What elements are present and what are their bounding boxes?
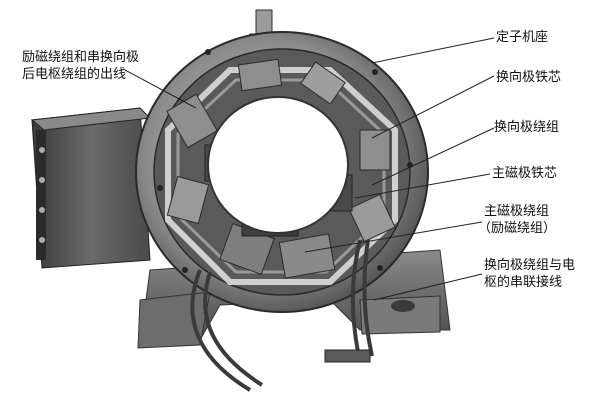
connection-cables	[190, 239, 374, 392]
cable-lug	[324, 349, 371, 363]
label-main-pole-winding-line2: （励磁绕组）	[478, 221, 557, 236]
label-commutating-pole-core: 换向极铁芯	[496, 70, 562, 85]
rotor-bore	[207, 96, 349, 234]
label-series-connection-line1: 换向极绕组与电	[484, 258, 576, 273]
label-main-pole-core: 主磁极铁芯	[492, 166, 558, 181]
label-main-pole-winding-line1: 主磁极绕组	[484, 204, 550, 219]
label-commutating-pole-winding: 换向极绕组	[494, 120, 560, 135]
leader-lines	[124, 37, 495, 301]
label-left-callout-line1: 励磁绕组和串换向极	[22, 50, 140, 65]
terminal-box	[30, 107, 152, 269]
label-left-callout-line2: 后电枢绕组的出线	[22, 67, 127, 82]
label-stator-frame: 定子机座	[496, 30, 549, 45]
label-series-connection-line2: 枢的串联接线	[484, 275, 563, 290]
